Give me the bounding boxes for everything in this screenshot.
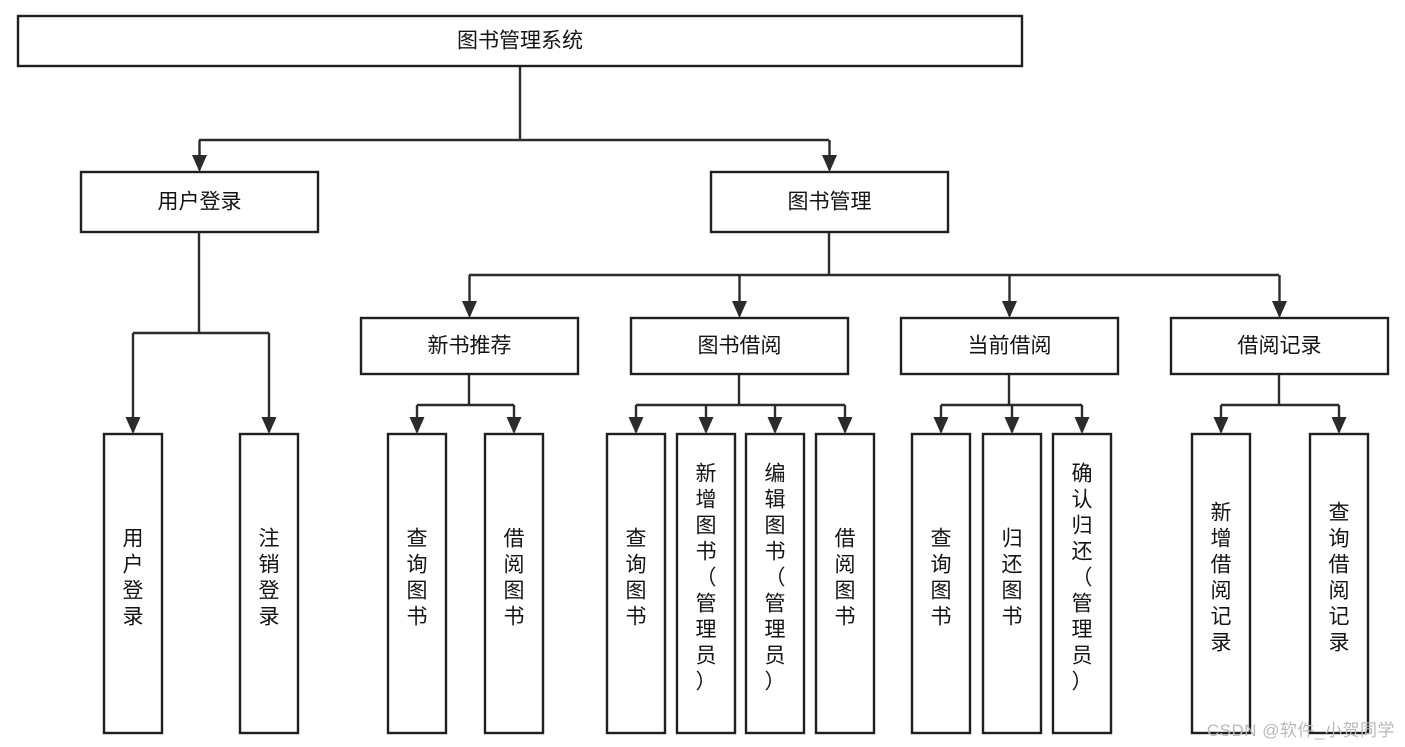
edge-book-borrow-to-leaf-edit-book: [767, 405, 783, 434]
connector-bus-new-book-rec: [417, 374, 514, 407]
node-book-borrow[interactable]: 图书借阅: [629, 316, 850, 376]
node-label: 查询图书: [407, 528, 428, 629]
edge-current-borrow-to-leaf-confirm-return: [1074, 405, 1090, 434]
node-label: 归还图书: [1002, 528, 1023, 629]
node-box: [102, 432, 164, 735]
node-box: [981, 432, 1043, 735]
node-label: 查询图书: [626, 528, 647, 629]
node-box: [483, 432, 545, 735]
node-label: 编辑图书（管理员）: [765, 463, 786, 694]
node-root[interactable]: 图书管理系统: [16, 14, 1024, 68]
edge-book-manage-to-book-borrow: [732, 275, 747, 318]
node-leaf-query-book-3[interactable]: 查询图书: [910, 432, 972, 735]
node-leaf-borrow-book-2[interactable]: 借阅图书: [814, 432, 876, 735]
edge-book-borrow-to-leaf-borrow-book-2: [837, 405, 853, 434]
node-label: 用户登录: [123, 528, 144, 629]
node-box: [1308, 432, 1370, 735]
node-label: 当前借阅: [968, 335, 1052, 358]
node-leaf-query-book-1[interactable]: 查询图书: [386, 432, 448, 735]
node-box: [1169, 316, 1390, 376]
node-new-book-rec[interactable]: 新书推荐: [359, 316, 580, 376]
node-label: 图书管理系统: [457, 30, 583, 53]
node-label: 新增图书（管理员）: [696, 463, 717, 694]
node-box: [1190, 432, 1252, 735]
edge-borrow-record-to-leaf-query-record: [1331, 405, 1347, 434]
node-leaf-query-book-2[interactable]: 查询图书: [605, 432, 667, 735]
connector-bus-current-borrow: [941, 374, 1082, 407]
edge-book-manage-to-borrow-record: [1272, 275, 1287, 318]
node-box: [910, 432, 972, 735]
connector-bus-book-borrow: [636, 374, 845, 407]
connector-bus-user-login: [133, 232, 269, 335]
node-box: [629, 316, 850, 376]
node-box: [709, 170, 950, 234]
node-box: [675, 432, 737, 735]
edge-borrow-record-to-leaf-add-record: [1213, 405, 1229, 434]
edge-current-borrow-to-leaf-return-book: [1004, 405, 1020, 434]
node-box: [744, 432, 806, 735]
node-label: 借阅记录: [1238, 335, 1322, 358]
connector-bus-borrow-record: [1221, 374, 1339, 407]
edge-new-book-rec-to-leaf-borrow-book-1: [506, 405, 522, 434]
node-label: 查询图书: [931, 528, 952, 629]
node-leaf-borrow-book-1[interactable]: 借阅图书: [483, 432, 545, 735]
node-label: 查询借阅记录: [1329, 502, 1350, 655]
node-label: 图书管理: [788, 191, 872, 214]
nodes-layer: 图书管理系统用户登录图书管理新书推荐图书借阅当前借阅借阅记录用户登录注销登录查询…: [16, 14, 1390, 735]
node-label: 借阅图书: [835, 528, 856, 629]
node-leaf-add-book[interactable]: 新增图书（管理员）: [675, 432, 737, 735]
edge-book-manage-to-current-borrow: [1002, 275, 1017, 318]
node-label: 借阅图书: [504, 528, 525, 629]
connector-bus-book-manage: [469, 232, 1279, 277]
edges-layer: [125, 66, 1347, 434]
watermark: CSDN @软件_小贺同学: [1206, 721, 1395, 740]
edge-current-borrow-to-leaf-query-book-3: [933, 405, 949, 434]
edge-root-to-user-login: [192, 140, 207, 172]
node-user-login[interactable]: 用户登录: [79, 170, 320, 234]
node-label: 新书推荐: [428, 335, 512, 358]
edge-new-book-rec-to-leaf-query-book-1: [409, 405, 425, 434]
node-label: 注销登录: [259, 528, 280, 629]
node-book-manage[interactable]: 图书管理: [709, 170, 950, 234]
connector-bus-root: [199, 66, 829, 142]
node-leaf-logout[interactable]: 注销登录: [238, 432, 300, 735]
node-box: [238, 432, 300, 735]
edge-book-borrow-to-leaf-add-book: [698, 405, 714, 434]
node-label: 确认归还（管理员）: [1072, 463, 1093, 694]
node-box: [359, 316, 580, 376]
edge-book-borrow-to-leaf-query-book-2: [628, 405, 644, 434]
edge-root-to-book-manage: [822, 140, 837, 172]
node-box: [79, 170, 320, 234]
node-leaf-confirm-return[interactable]: 确认归还（管理员）: [1051, 432, 1113, 735]
node-box: [814, 432, 876, 735]
node-leaf-add-record[interactable]: 新增借阅记录: [1190, 432, 1252, 735]
node-borrow-record[interactable]: 借阅记录: [1169, 316, 1390, 376]
node-box: [16, 14, 1024, 68]
edge-user-login-to-leaf-logout: [261, 333, 277, 434]
node-label: 新增借阅记录: [1211, 502, 1232, 655]
node-leaf-query-record[interactable]: 查询借阅记录: [1308, 432, 1370, 735]
node-label: 图书借阅: [698, 335, 782, 358]
node-box: [899, 316, 1120, 376]
node-leaf-return-book[interactable]: 归还图书: [981, 432, 1043, 735]
node-leaf-edit-book[interactable]: 编辑图书（管理员）: [744, 432, 806, 735]
node-box: [605, 432, 667, 735]
edge-user-login-to-leaf-user-login: [125, 333, 141, 434]
node-box: [1051, 432, 1113, 735]
node-leaf-user-login[interactable]: 用户登录: [102, 432, 164, 735]
edge-book-manage-to-new-book-rec: [462, 275, 477, 318]
node-box: [386, 432, 448, 735]
node-label: 用户登录: [158, 191, 242, 214]
node-current-borrow[interactable]: 当前借阅: [899, 316, 1120, 376]
